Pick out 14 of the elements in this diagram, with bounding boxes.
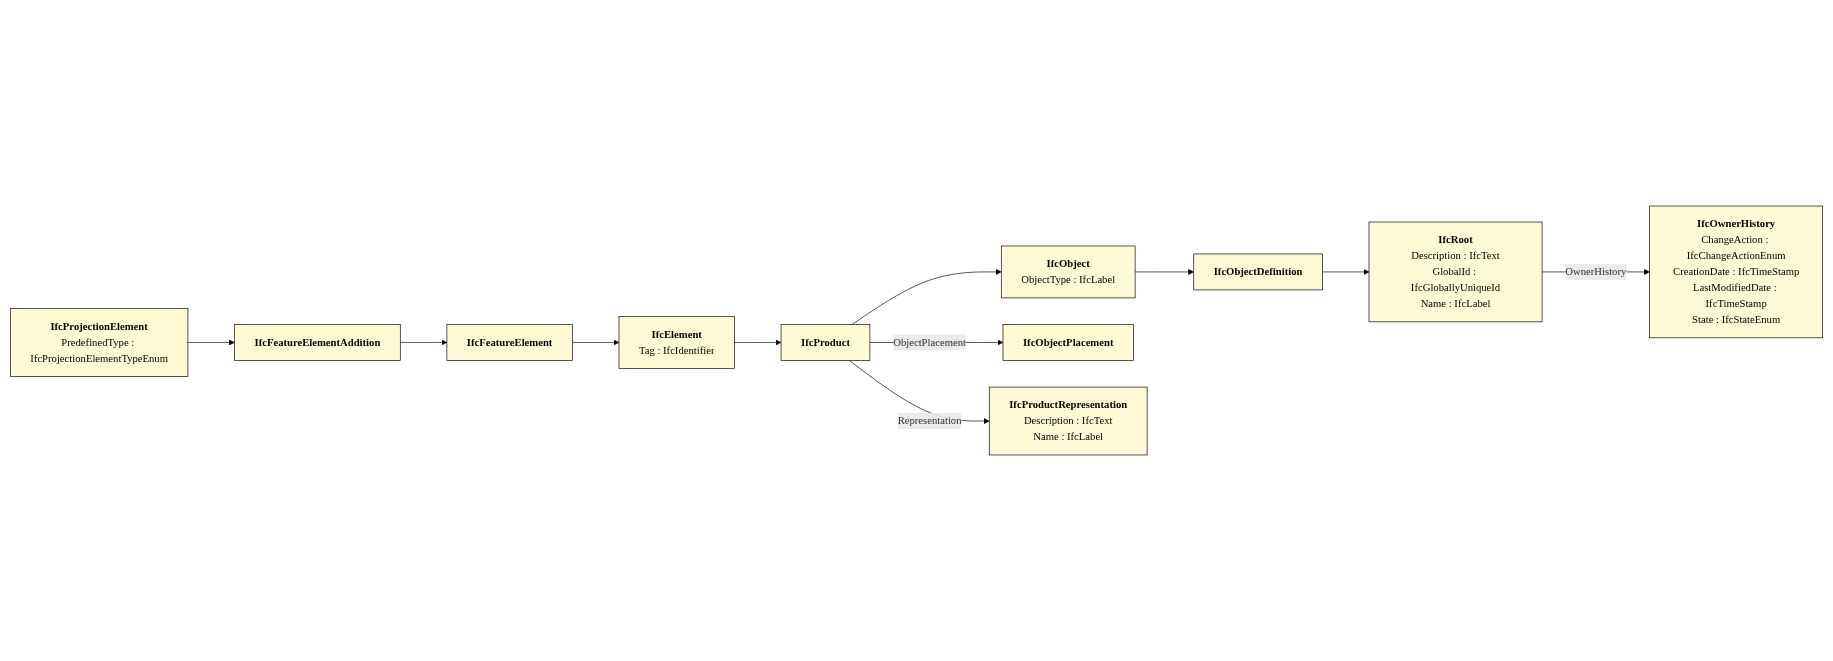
edge-label: ObjectPlacement [893, 336, 966, 348]
node-box: IfcRoot Description : IfcText GlobalId : IfcGloballyUniqueId Name : IfcLabel [1368, 221, 1543, 323]
node-box: IfcElement Tag : IfcIdentifier [618, 316, 735, 369]
node-box: IfcFeatureElement [446, 324, 573, 361]
node-box: IfcObjectDefinition [1193, 253, 1323, 291]
node-box: IfcObject ObjectType : IfcLabel [1000, 245, 1136, 299]
edge-label: OwnerHistory [1565, 265, 1627, 278]
node-box: IfcProduct [780, 324, 871, 361]
node-box: IfcProductRepresentation Description : IfcText Name : IfcLabel [988, 386, 1148, 456]
node-box: IfcProjectionElement PredefinedType : IfcProjectionElementTypeEnum [10, 308, 189, 377]
node-box: IfcFeatureElementAddition [234, 324, 401, 361]
edge-label: Representation [897, 415, 962, 427]
node-box: IfcObjectPlacement [1002, 324, 1134, 361]
node-box: IfcOwnerHistory ChangeAction : IfcChangeActionEnum CreationDate : IfcTimeStamp LastModifiedDate : IfcTimeStamp State : IfcStateEnum [1649, 205, 1823, 339]
